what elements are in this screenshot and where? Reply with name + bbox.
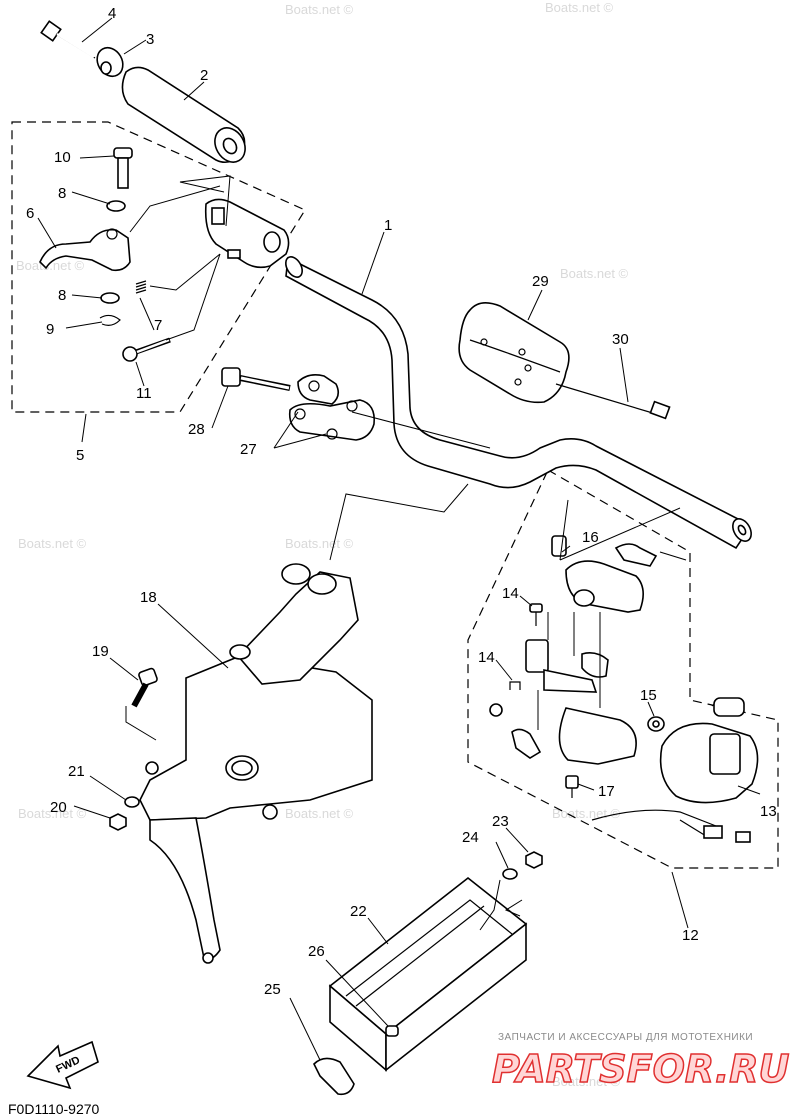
handlebar-pad-29 <box>458 302 570 404</box>
nut-26 <box>385 1025 399 1037</box>
callout-22: 22 <box>350 903 367 920</box>
grip-2 <box>121 66 246 164</box>
callout-17: 17 <box>598 783 615 800</box>
callout-23: 23 <box>492 813 509 830</box>
watermark: Boats.net © <box>18 806 87 821</box>
clip-25 <box>313 1057 355 1096</box>
nut-23 <box>525 851 543 869</box>
callout-6: 6 <box>26 205 34 222</box>
watermark: Boats.net © <box>545 0 614 15</box>
handlebar-clamps-27 <box>288 374 376 441</box>
diagram-code: F0D1110-9270 <box>8 1101 100 1117</box>
callout-28: 28 <box>188 421 205 438</box>
watermark: Boats.net © <box>285 806 354 821</box>
watermark: Boats.net © <box>552 806 621 821</box>
callout-14-lower: 14 <box>478 649 495 666</box>
group-12-boundary <box>467 469 779 869</box>
nut-20 <box>109 813 127 831</box>
fwd-arrow-icon: FWD <box>26 1040 99 1090</box>
callout-5: 5 <box>76 447 84 464</box>
switch-bracket <box>489 639 637 765</box>
washer-3 <box>96 46 124 78</box>
callout-30: 30 <box>612 331 629 348</box>
clip-9 <box>99 314 121 326</box>
steering-column-18 <box>139 563 373 964</box>
callout-2: 2 <box>200 67 208 84</box>
callout-8-upper: 8 <box>58 185 66 202</box>
watermark: Boats.net © <box>560 266 629 281</box>
throttle-lever-6 <box>39 228 131 272</box>
logo-subtitle: ЗАПЧАСТИ И АКСЕССУАРЫ ДЛЯ МОТОТЕХНИКИ <box>498 1032 753 1043</box>
bolt-19 <box>131 667 158 708</box>
group-5-boundary <box>11 121 306 413</box>
watermark: Boats.net © <box>18 536 87 551</box>
callout-29: 29 <box>532 273 549 290</box>
callout-10: 10 <box>54 149 71 166</box>
callout-12: 12 <box>682 927 699 944</box>
watermark: Boats.net © <box>285 2 354 17</box>
watermark: Boats.net © <box>552 1074 621 1089</box>
screw-14-upper <box>529 603 543 626</box>
partsfor-logo: ЗАПЧАСТИ И АКСЕССУАРЫ ДЛЯ МОТОТЕХНИКИ PA… <box>491 1032 790 1092</box>
screw-14-lower <box>509 681 521 690</box>
screw-11 <box>122 337 171 362</box>
washer-8-lower <box>100 292 120 304</box>
callout-24: 24 <box>462 829 479 846</box>
watermarks: Boats.net © Boats.net © Boats.net © Boat… <box>16 0 629 1089</box>
washer-24 <box>502 868 518 880</box>
start-stop-switch-13 <box>659 697 759 804</box>
grommet-15 <box>647 716 665 732</box>
callout-11: 11 <box>136 385 152 402</box>
electrical-box-22 <box>328 876 528 1072</box>
pin-10 <box>113 147 133 189</box>
callout-labels: 1 2 3 4 5 6 7 8 8 9 10 11 12 13 14 14 15… <box>26 5 777 998</box>
strap-30 <box>555 383 671 420</box>
washer-21 <box>124 796 140 808</box>
callout-13: 13 <box>760 803 777 820</box>
callout-26: 26 <box>308 943 325 960</box>
callout-14-upper: 14 <box>502 585 519 602</box>
callout-16: 16 <box>582 529 599 546</box>
callout-4: 4 <box>108 5 116 22</box>
callout-19: 19 <box>92 643 109 660</box>
screw-17 <box>565 775 579 798</box>
callout-3: 3 <box>146 31 154 48</box>
callout-9: 9 <box>46 321 54 338</box>
leader-lines <box>37 17 761 1061</box>
callout-27: 27 <box>240 441 257 458</box>
logo-brand: PARTSFOR.RU <box>492 1047 790 1091</box>
washer-8-upper <box>106 200 126 212</box>
callout-20: 20 <box>50 799 67 816</box>
watermark: Boats.net © <box>16 258 85 273</box>
wiring-harness <box>591 809 751 843</box>
throttle-housing <box>204 198 290 269</box>
callout-25: 25 <box>264 981 281 998</box>
callout-18: 18 <box>140 589 157 606</box>
watermark: Boats.net © <box>285 536 354 551</box>
callout-8-lower: 8 <box>58 287 66 304</box>
bolt-4 <box>40 20 96 59</box>
handlebar-1 <box>285 256 752 550</box>
callout-21: 21 <box>68 763 85 780</box>
callout-1: 1 <box>384 217 392 234</box>
bolt-28 <box>221 367 291 391</box>
callout-15: 15 <box>640 687 657 704</box>
spring-7 <box>135 280 147 294</box>
callout-7: 7 <box>154 317 162 334</box>
